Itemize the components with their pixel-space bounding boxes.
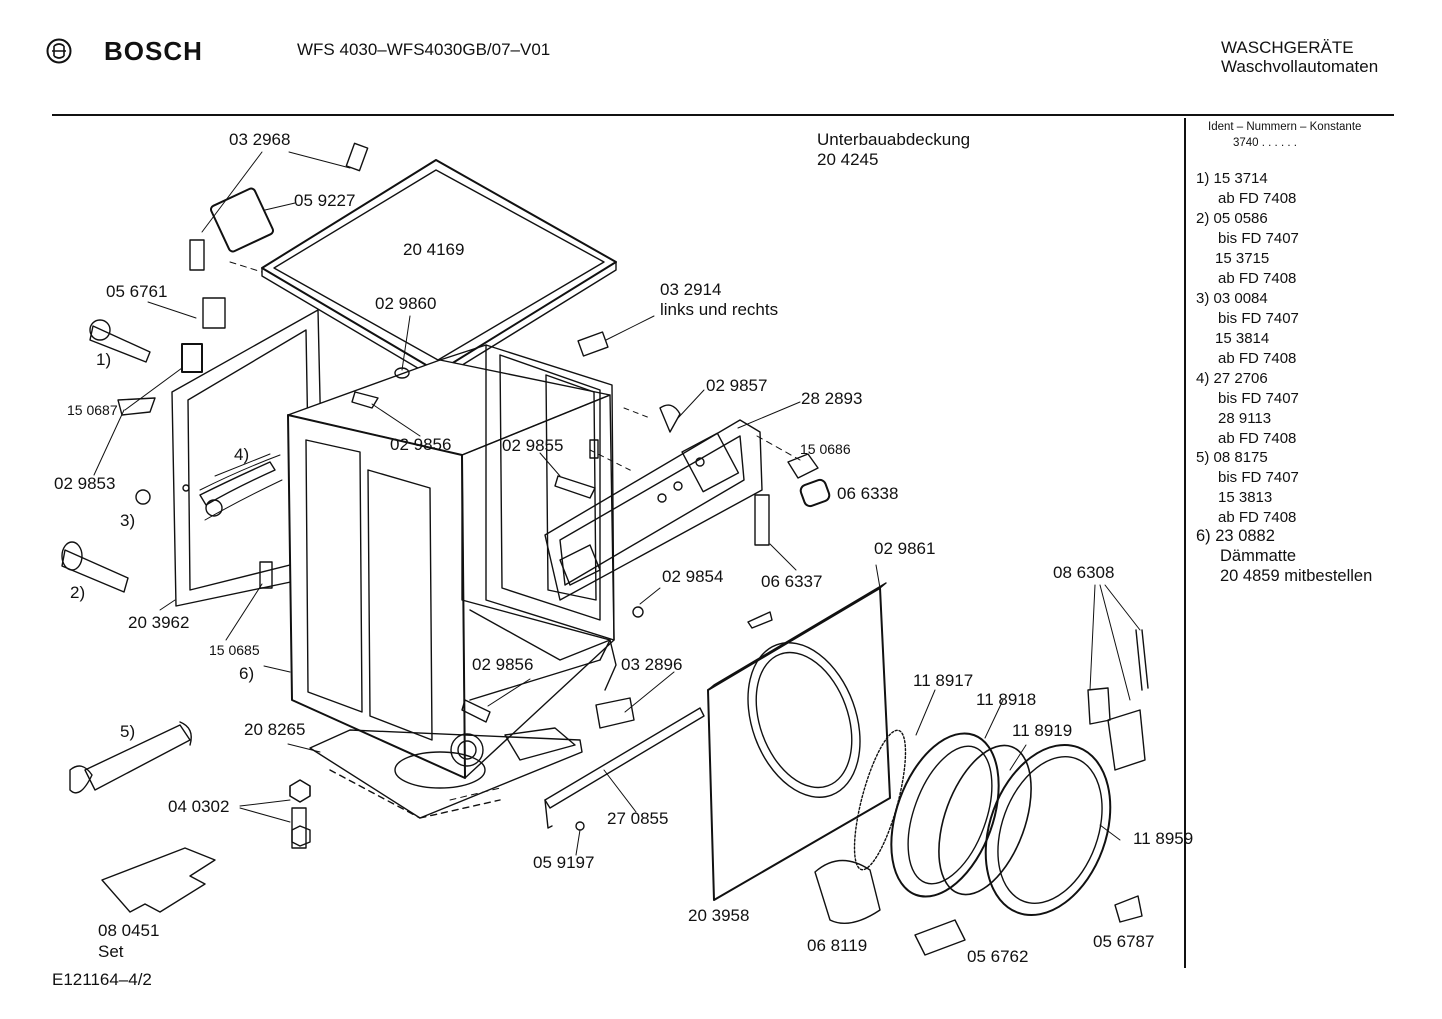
side-panel-heading: Ident – Nummern – Konstante	[1208, 121, 1362, 133]
category-subtitle: Waschvollautomaten	[1221, 57, 1379, 76]
part-label-118918: 11 8918	[976, 690, 1037, 709]
side-line: ab FD 7408	[1218, 270, 1297, 287]
part-label-note-6: 6)	[239, 664, 255, 683]
side-line: 28 9113	[1218, 410, 1272, 427]
part-label-208265: 20 8265	[244, 720, 306, 739]
part-label-note-4: 4)	[234, 445, 250, 464]
side-line: 15 3813	[1218, 489, 1273, 506]
part-label-068119: 06 8119	[807, 936, 868, 955]
bosch-logo-icon	[46, 38, 72, 64]
cabinet-body-part	[287, 344, 617, 779]
category-title: WASCHGERÄTE	[1221, 38, 1354, 57]
part-label-059227: 05 9227	[294, 191, 356, 210]
part-label-204245: 20 4245	[817, 150, 879, 169]
part-label-056787: 05 6787	[1093, 932, 1155, 951]
part-label-059197: 05 9197	[533, 853, 595, 872]
part-label-032896: 03 2896	[621, 655, 683, 674]
part-label-282893: 28 2893	[801, 389, 863, 408]
part-label-086308: 08 6308	[1053, 563, 1115, 582]
side-line: 2) 05 0586	[1196, 210, 1268, 227]
side-line: 4) 27 2706	[1196, 370, 1268, 387]
part-label-203958: 20 3958	[688, 906, 750, 925]
part-label-029857: 02 9857	[706, 376, 768, 395]
part-label-029860: 02 9860	[375, 294, 437, 313]
small-parts	[61, 142, 1149, 956]
side-note-line: Dämmatte	[1220, 547, 1297, 565]
part-label-note-3: 3)	[120, 511, 136, 530]
part-label-056761: 05 6761	[106, 282, 168, 301]
part-label-270855: 27 0855	[607, 809, 669, 828]
side-line: bis FD 7407	[1218, 230, 1299, 247]
part-label-unterbauabdeckung: Unterbauabdeckung	[817, 130, 971, 149]
part-label-150686: 15 0686	[800, 441, 851, 457]
side-line: 5) 08 8175	[1196, 449, 1268, 466]
top-lid-part	[261, 159, 617, 381]
part-label-links-und-rechts: links und rechts	[660, 300, 779, 319]
side-line: 1) 15 3714	[1196, 170, 1268, 187]
part-label-080451: 08 0451	[98, 921, 160, 940]
side-line: bis FD 7407	[1218, 310, 1299, 327]
front-panel-part	[707, 582, 891, 901]
side-line: ab FD 7408	[1218, 509, 1297, 526]
side-line: bis FD 7407	[1218, 469, 1299, 486]
part-label-056762: 05 6762	[967, 947, 1029, 966]
brand-name: BOSCH	[104, 36, 203, 66]
part-label-040302: 04 0302	[168, 797, 230, 816]
part-label-150685: 15 0685	[209, 642, 260, 658]
part-label-029861: 02 9861	[874, 539, 936, 558]
part-label-203962: 20 3962	[128, 613, 190, 632]
part-label-150687: 15 0687	[67, 402, 118, 418]
part-label-118917: 11 8917	[913, 671, 974, 690]
part-label-029856-lower: 02 9856	[472, 655, 534, 674]
model-title: WFS 4030–WFS4030GB/07–V01	[297, 40, 551, 59]
part-label-029856-upper: 02 9856	[390, 435, 452, 454]
leader-lines	[93, 151, 1141, 856]
side-line: 3) 03 0084	[1196, 290, 1268, 307]
control-panel-part	[544, 419, 763, 601]
part-label-note-1: 1)	[96, 350, 112, 369]
side-line: ab FD 7408	[1218, 430, 1297, 447]
side-panel-constant: 3740 . . . . . .	[1233, 137, 1297, 149]
part-label-204169: 20 4169	[403, 240, 465, 259]
part-label-note-2: 2)	[70, 583, 86, 602]
part-label-066337: 06 6337	[761, 572, 823, 591]
side-line: ab FD 7408	[1218, 350, 1297, 367]
part-label-029853: 02 9853	[54, 474, 116, 493]
side-line: 15 3715	[1215, 250, 1270, 267]
part-label-029854: 02 9854	[662, 567, 724, 586]
part-label-118959: 11 8959	[1133, 829, 1194, 848]
part-label-118919: 11 8919	[1012, 721, 1073, 740]
part-label-032914: 03 2914	[660, 280, 722, 299]
part-label-032968: 03 2968	[229, 130, 291, 149]
side-line: ab FD 7408	[1218, 190, 1297, 207]
drawing-code: E121164–4/2	[52, 970, 152, 989]
side-note-line: 20 4859 mitbestellen	[1220, 567, 1373, 585]
part-label-066338: 06 6338	[837, 484, 899, 503]
header-divider	[52, 114, 1394, 116]
door-seal-parts	[853, 729, 1112, 917]
part-label-set: Set	[98, 942, 124, 961]
part-label-note-5: 5)	[120, 722, 136, 741]
part-label-029855: 02 9855	[502, 436, 564, 455]
side-line: 15 3814	[1215, 330, 1270, 347]
base-tray-part	[309, 727, 583, 819]
side-note-line: 6) 23 0882	[1196, 527, 1275, 545]
side-panel-divider	[1184, 118, 1186, 968]
side-line: bis FD 7407	[1218, 390, 1299, 407]
